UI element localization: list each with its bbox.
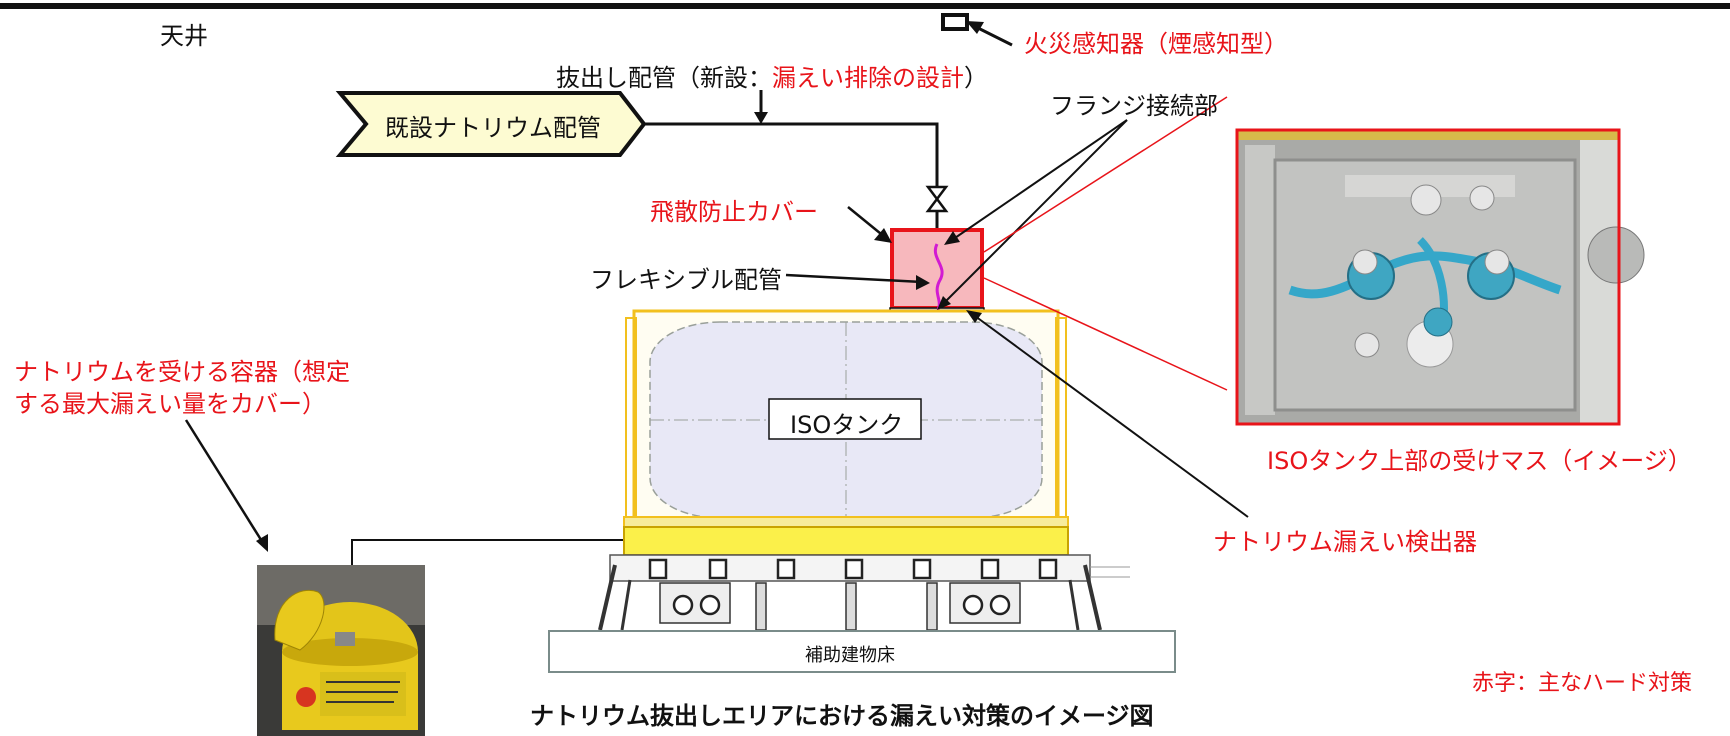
- drain-pipe-label-suffix: ）: [964, 64, 988, 92]
- floor-block: [548, 630, 1176, 673]
- container-label-line1: ナトリウムを受ける容器（想定: [14, 358, 350, 386]
- iso-tank-label-box: [768, 398, 922, 440]
- fire-detector-icon: [941, 13, 969, 31]
- flexible-pipe: [933, 243, 944, 313]
- tank-base-frame: [623, 516, 1069, 528]
- drain-pipe-line: [644, 122, 939, 187]
- splash-cover-label: 飛散防止カバー: [650, 198, 818, 226]
- flange-label: フランジ接続部: [1050, 92, 1218, 120]
- iso-top-photo-frame: [1235, 128, 1621, 426]
- iso-top-photo: [1237, 130, 1645, 424]
- iso-tank-label: ISOタンク: [790, 411, 904, 439]
- floor-label: 補助建物床: [805, 645, 895, 666]
- diagram-caption: ナトリウム抜出しエリアにおける漏えい対策のイメージ図: [530, 702, 1154, 730]
- container-label-line2: する最大漏えい量をカバー）: [14, 390, 326, 418]
- drain-pipe-label: 抜出し配管（新設：漏えい排除の設計）: [556, 58, 988, 93]
- valve-icon: [925, 185, 949, 213]
- container-photo: [257, 565, 425, 736]
- iso-top-label: ISOタンク上部の受けマス（イメージ）: [1267, 447, 1692, 475]
- ceiling-label: 天井: [160, 22, 208, 50]
- existing-pipe-label: 既設ナトリウム配管: [385, 114, 601, 142]
- support-structure: [598, 554, 1130, 631]
- drain-pipe-label-red: 漏えい排除の設計: [772, 64, 964, 92]
- fire-detector-label: 火災感知器（煙感知型）: [1024, 30, 1288, 58]
- ceiling-line: [0, 3, 1730, 9]
- drain-pipe-label-prefix: 抜出し配管（新設：: [556, 64, 772, 92]
- legend-label: 赤字：主なハード対策: [1472, 671, 1693, 696]
- existing-pipe-shape: [335, 91, 647, 157]
- flexible-pipe-label: フレキシブル配管: [590, 266, 782, 294]
- leak-detector-label: ナトリウム漏えい検出器: [1213, 528, 1477, 556]
